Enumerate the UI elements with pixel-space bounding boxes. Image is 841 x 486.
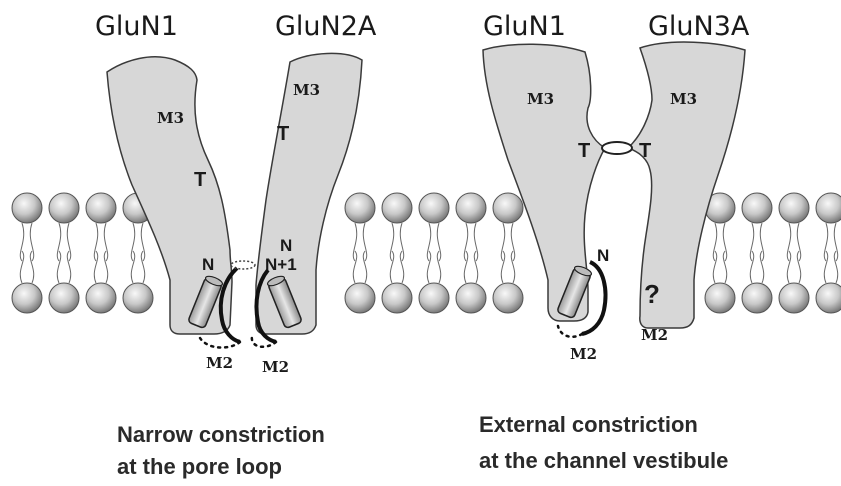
lipid-head bbox=[419, 193, 449, 223]
caption-left-line2: at the pore loop bbox=[117, 454, 282, 479]
label-t-left-b: T bbox=[277, 123, 289, 145]
label-n-left-a: N bbox=[202, 255, 214, 274]
label-t-right-b: T bbox=[639, 140, 651, 162]
lipid-bilayer bbox=[12, 193, 841, 313]
lipid-tail bbox=[353, 251, 356, 283]
lipid-head bbox=[12, 193, 42, 223]
lipid-head bbox=[742, 193, 772, 223]
lipid-tail bbox=[824, 251, 827, 283]
lipid-tail bbox=[20, 251, 23, 283]
label-glun3a: GluN3A bbox=[648, 11, 750, 42]
lipid-tail bbox=[760, 251, 763, 283]
label-n-right: N bbox=[597, 246, 609, 265]
pore-loop-constriction bbox=[231, 261, 255, 269]
label-t-right-a: T bbox=[578, 140, 590, 162]
lipid-head bbox=[493, 283, 523, 313]
right-panel: GluN1 GluN3A M3 M3 T T N ? M2 M2 Externa… bbox=[479, 11, 750, 473]
label-m3-right-a: M3 bbox=[527, 90, 554, 108]
label-glun1-right: GluN1 bbox=[483, 11, 566, 42]
lipid-head bbox=[456, 193, 486, 223]
lipid-tail bbox=[750, 251, 753, 283]
lipid-head bbox=[345, 283, 375, 313]
lipid-head bbox=[705, 283, 735, 313]
caption-right-line1: External constriction bbox=[479, 412, 698, 437]
label-m2-left-b: M2 bbox=[262, 358, 289, 376]
lipid-tail bbox=[400, 251, 403, 283]
lipid-tail bbox=[67, 251, 70, 283]
lipid-tail bbox=[501, 251, 504, 283]
lipid-tail bbox=[427, 251, 430, 283]
label-m2-left-a: M2 bbox=[206, 354, 233, 372]
lipid-tail bbox=[363, 251, 366, 283]
label-m3-left-b: M3 bbox=[293, 81, 320, 99]
lipid-head bbox=[345, 193, 375, 223]
lipid-head bbox=[49, 283, 79, 313]
label-glun2a: GluN2A bbox=[275, 11, 377, 42]
lipid-head bbox=[456, 283, 486, 313]
label-m3-right-b: M3 bbox=[670, 90, 697, 108]
lipid-head bbox=[382, 193, 412, 223]
lipid-tail bbox=[131, 251, 134, 283]
lipid-head bbox=[49, 193, 79, 223]
lipid-tail bbox=[787, 251, 790, 283]
label-t-left-a: T bbox=[194, 169, 206, 191]
lipid-head bbox=[816, 193, 841, 223]
lipid-head bbox=[779, 193, 809, 223]
caption-right-line2: at the channel vestibule bbox=[479, 448, 728, 473]
label-m2-right-b: M2 bbox=[641, 326, 668, 344]
lipid-tail bbox=[437, 251, 440, 283]
lipid-tail bbox=[390, 251, 393, 283]
label-m3-left-a: M3 bbox=[157, 109, 184, 127]
label-question-mark: ? bbox=[644, 279, 660, 309]
lipid-head bbox=[86, 193, 116, 223]
lipid-tail bbox=[57, 251, 60, 283]
lipid-head bbox=[779, 283, 809, 313]
lipid-head bbox=[123, 283, 153, 313]
left-panel: GluN1 GluN2A M3 M3 T T N N N+1 M2 M2 Nar… bbox=[95, 11, 377, 479]
lipid-head bbox=[86, 283, 116, 313]
lipid-tail bbox=[713, 251, 716, 283]
vestibule-constriction bbox=[602, 142, 632, 154]
lipid-head bbox=[382, 283, 412, 313]
lipid-tail bbox=[104, 251, 107, 283]
lipid-tail bbox=[797, 251, 800, 283]
caption-left-line1: Narrow constriction bbox=[117, 422, 325, 447]
label-n-plus-1: N+1 bbox=[265, 255, 297, 274]
label-n-left-b: N bbox=[280, 236, 292, 255]
label-m2-right-a: M2 bbox=[570, 345, 597, 363]
lipid-head bbox=[12, 283, 42, 313]
label-glun1-left: GluN1 bbox=[95, 11, 178, 42]
lipid-tail bbox=[723, 251, 726, 283]
lipid-tail bbox=[474, 251, 477, 283]
lipid-head bbox=[493, 193, 523, 223]
lipid-tail bbox=[94, 251, 97, 283]
lipid-tail bbox=[511, 251, 514, 283]
lipid-tail bbox=[30, 251, 33, 283]
lipid-tail bbox=[141, 251, 144, 283]
lipid-tail bbox=[464, 251, 467, 283]
lipid-head bbox=[816, 283, 841, 313]
lipid-head bbox=[742, 283, 772, 313]
lipid-head bbox=[419, 283, 449, 313]
lipid-tail bbox=[834, 251, 837, 283]
